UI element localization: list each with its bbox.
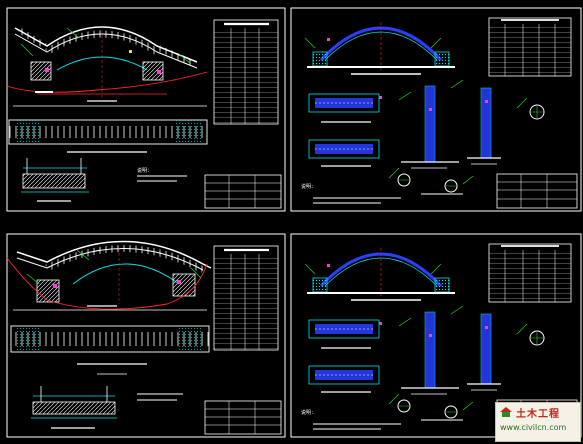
sheet-bridge-elevation-bottom bbox=[5, 232, 287, 439]
sheet-arch-detail-top: 说明： bbox=[289, 6, 583, 213]
arch-bridge-elevation bbox=[6, 26, 208, 98]
sheet-bridge-elevation-top: 说明： bbox=[5, 6, 287, 213]
foundation-section bbox=[21, 158, 89, 202]
house-logo-icon bbox=[500, 407, 512, 417]
watermark-url[interactable]: www.civilcn.com bbox=[500, 423, 567, 432]
foundation-section bbox=[31, 386, 117, 429]
bridge-plan-view bbox=[8, 119, 208, 153]
site-watermark[interactable]: 土木工程 www.civilcn.com bbox=[495, 402, 581, 442]
notes-label: 说明： bbox=[137, 167, 152, 174]
arch-bridge-elevation bbox=[6, 240, 212, 310]
sheet-arch-detail-bottom: 说明： bbox=[289, 232, 583, 439]
watermark-title: 土木工程 bbox=[516, 409, 560, 420]
bridge-plan-view bbox=[10, 325, 210, 375]
notes-label: 说明： bbox=[301, 183, 316, 190]
notes-label: 说明： bbox=[301, 409, 316, 416]
